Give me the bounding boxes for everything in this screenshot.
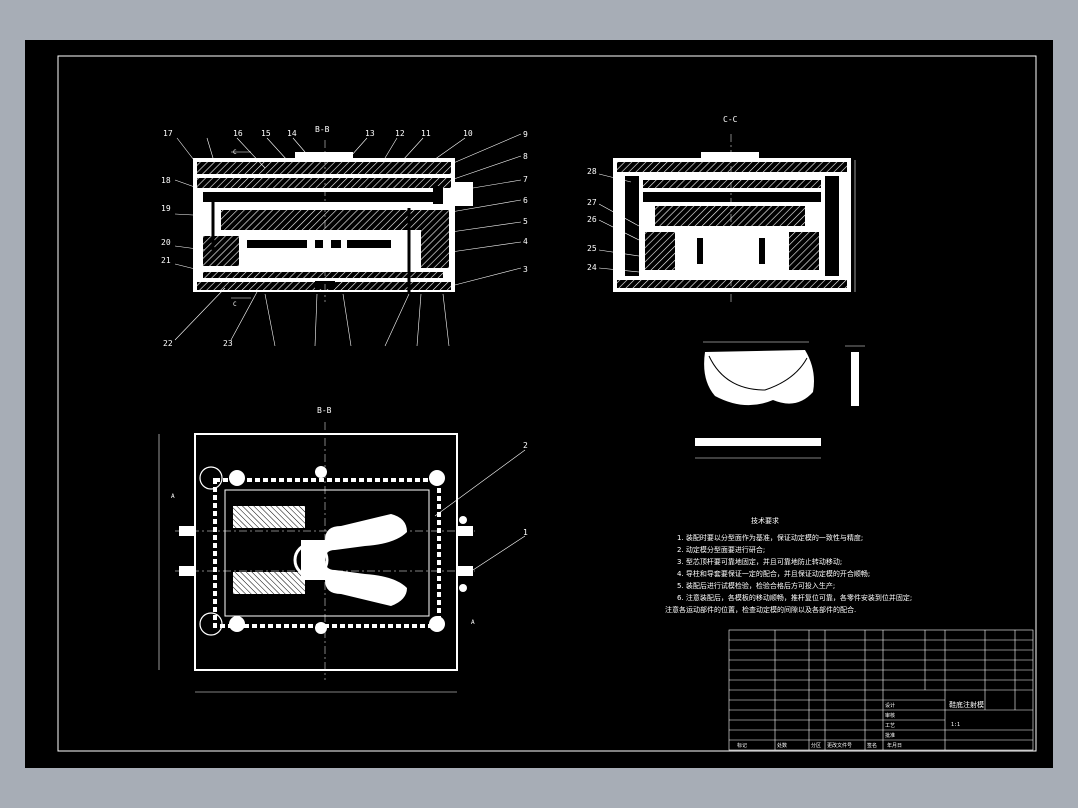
section-cc-label: 27	[587, 198, 597, 207]
front-top-label: 16	[233, 129, 243, 138]
front-right-label: 4	[523, 237, 528, 246]
drawing-name: 鞋底注射模	[949, 700, 984, 709]
front-top-label: B-B	[315, 125, 330, 134]
title-block-label: 年月日	[887, 742, 902, 749]
front-top-label: 13	[365, 129, 375, 138]
requirement-item: 注意各运动部件的位置，检查动定模的间隙以及各部件的配合.	[665, 605, 856, 614]
section-cc-view: C-C	[613, 115, 856, 302]
title-block-label: 签名	[867, 742, 877, 749]
section-mark: C	[233, 149, 237, 156]
section-cc-label: 28	[587, 167, 597, 176]
section-cc-leaders	[598, 173, 640, 273]
section-cc-label: 25	[587, 244, 597, 253]
front-left-label: 19	[161, 204, 171, 213]
requirement-item: 3. 型芯顶杆要可靠地固定，并且可靠地防止转动移动;	[677, 557, 842, 566]
section-bb-view	[158, 422, 526, 693]
section-cc-title: C-C	[723, 115, 738, 124]
section-bb-title: B-B	[317, 406, 332, 415]
section-cc-label: 24	[587, 263, 597, 272]
section-mark: A	[471, 619, 475, 626]
title-block-label: 标记	[737, 742, 747, 749]
title-block-label: 设计	[885, 702, 895, 709]
drawing-sheet: 17 16 15 14 B-B 13 12 11 10 18 19 20 21 …	[25, 40, 1053, 768]
shoe-sole-detail	[695, 341, 865, 459]
drawing-scale: 1:1	[951, 722, 960, 728]
front-right-label: 3	[523, 265, 528, 274]
title-block-text: 标记 处数 分区 更改文件号 签名 年月日 设计 审核 工艺 批准 鞋底注射模 …	[737, 700, 984, 749]
front-top-label: 11	[421, 129, 431, 138]
front-top-label: 10	[463, 129, 473, 138]
technical-requirements: 技术要求 1. 装配时要以分型面作为基准，保证动定模的一致性与精度; 2. 动定…	[665, 516, 912, 614]
requirement-item: 4. 导柱和导套要保证一定的配合，并且保证动定模的开合顺畅;	[677, 569, 870, 578]
section-cc-label: 26	[587, 215, 597, 224]
front-top-label: 12	[395, 129, 405, 138]
title-block	[728, 629, 1034, 751]
front-right-label: 6	[523, 196, 528, 205]
front-right-label: 5	[523, 217, 528, 226]
front-left-label: 21	[161, 256, 171, 265]
section-cc-labels: 28 27 26 25 24	[587, 167, 597, 272]
front-top-label: 14	[287, 129, 297, 138]
title-block-label: 工艺	[885, 723, 895, 729]
front-right-label: 8	[523, 152, 528, 161]
front-bottom-label: 22	[163, 339, 173, 348]
requirements-title: 技术要求	[751, 516, 779, 525]
front-bottom-label: 23	[223, 339, 233, 348]
requirement-item: 1. 装配时要以分型面作为基准，保证动定模的一致性与精度;	[677, 533, 863, 542]
front-left-label: 20	[161, 238, 171, 247]
title-block-label: 批准	[885, 732, 895, 739]
title-block-label: 审核	[885, 712, 895, 719]
section-bb-label: 2	[523, 441, 528, 450]
section-mark: A	[171, 493, 175, 500]
front-top-label: 17	[163, 129, 173, 138]
front-left-label: 18	[161, 176, 171, 185]
inner-border	[57, 55, 1037, 752]
front-right-label: 7	[523, 175, 528, 184]
front-leaders	[174, 133, 522, 347]
title-block-label: 处数	[777, 742, 787, 749]
front-labels: 17 16 15 14 B-B 13 12 11 10 18 19 20 21 …	[161, 125, 528, 348]
section-mark: C	[233, 301, 237, 308]
cad-drawing: 17 16 15 14 B-B 13 12 11 10 18 19 20 21 …	[57, 55, 1037, 752]
requirement-item: 6. 注意装配后，各模板的移动顺畅，推杆复位可靠，各零件安装到位并固定;	[677, 593, 912, 602]
title-block-label: 更改文件号	[827, 742, 852, 749]
section-bb-label: 1	[523, 528, 528, 537]
title-block-label: 分区	[811, 742, 821, 749]
front-right-label: 9	[523, 130, 528, 139]
requirement-item: 2. 动定模分型面要进行研合;	[677, 545, 765, 554]
front-top-label: 15	[261, 129, 271, 138]
front-view	[193, 140, 473, 302]
requirement-item: 5. 装配后进行试模检验，检验合格后方可投入生产;	[677, 581, 835, 590]
